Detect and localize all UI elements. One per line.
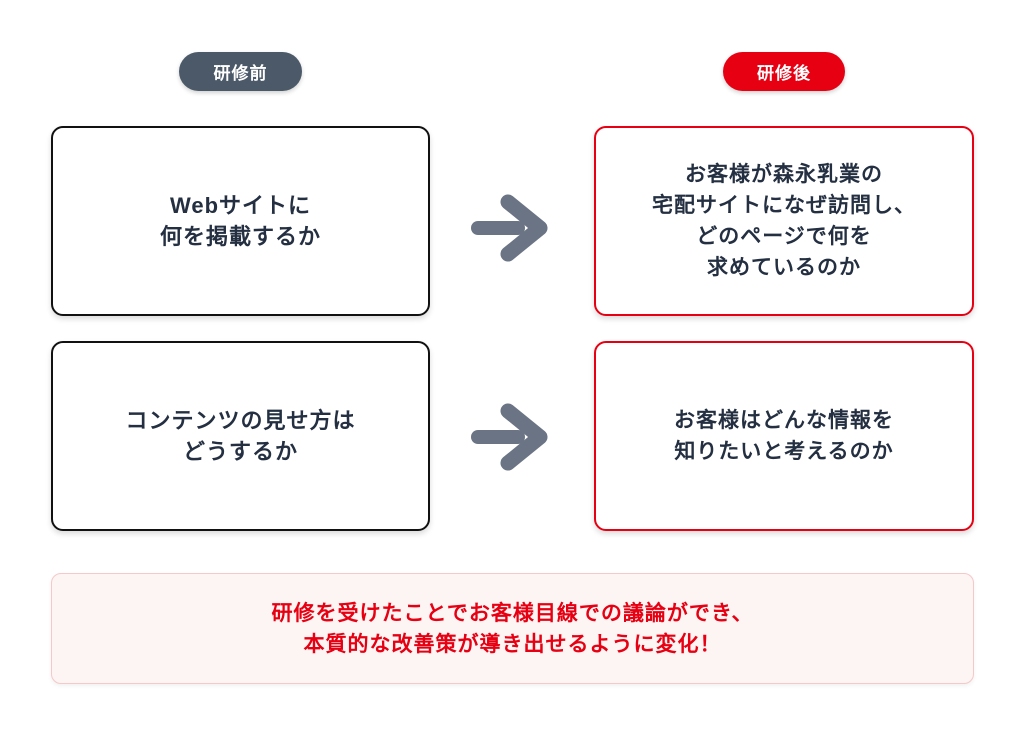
after-box-customer-visit-text: お客様が森永乳業の 宅配サイトになぜ訪問し、 どのページで何を 求めているのか bbox=[652, 163, 916, 279]
result-banner-text: 研修を受けたことでお客様目線での議論ができ、 本質的な改善策が導き出せるように変… bbox=[271, 601, 754, 656]
after-box-customer-visit: お客様が森永乳業の 宅配サイトになぜ訪問し、 どのページで何を 求めているのか bbox=[594, 126, 974, 316]
after-box-customer-information-text: お客様はどんな情報を 知りたいと考えるのか bbox=[674, 409, 894, 463]
before-box-website-content-text: Webサイトに 何を掲載するか bbox=[159, 193, 321, 249]
right-arrow-icon bbox=[471, 194, 548, 262]
before-box-content-presentation: コンテンツの見せ方は どうするか bbox=[51, 341, 430, 531]
before-box-content-presentation-text: コンテンツの見せ方は どうするか bbox=[125, 408, 356, 464]
after-training-badge: 研修後 bbox=[723, 52, 845, 91]
before-training-badge: 研修前 bbox=[179, 52, 302, 91]
after-box-customer-information: お客様はどんな情報を 知りたいと考えるのか bbox=[594, 341, 974, 531]
result-banner: 研修を受けたことでお客様目線での議論ができ、 本質的な改善策が導き出せるように変… bbox=[51, 573, 974, 684]
before-box-website-content: Webサイトに 何を掲載するか bbox=[51, 126, 430, 316]
right-arrow-icon bbox=[471, 403, 548, 471]
